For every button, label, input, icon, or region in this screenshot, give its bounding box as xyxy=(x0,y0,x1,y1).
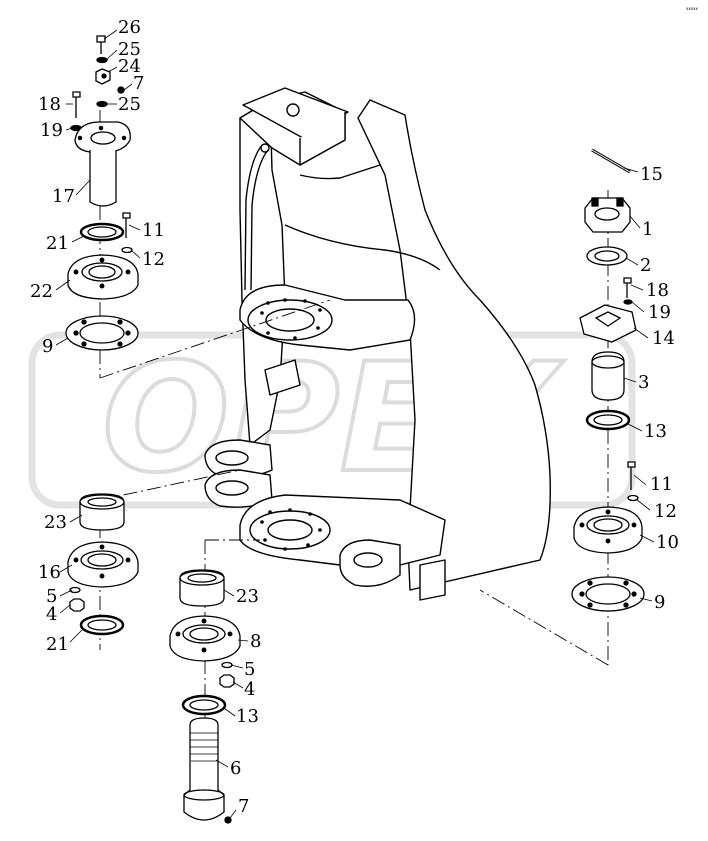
callout-18: 18 xyxy=(646,280,669,301)
callout-23: 23 xyxy=(44,512,67,533)
callout-1: 1 xyxy=(642,219,653,240)
callout-5: 5 xyxy=(46,586,57,607)
leader-lines xyxy=(55,29,655,819)
callout-21: 21 xyxy=(46,233,69,254)
callout-18: 18 xyxy=(38,94,61,115)
callout-13: 13 xyxy=(644,421,667,442)
callout-22: 22 xyxy=(30,281,53,302)
callout-15: 15 xyxy=(640,164,663,185)
callout-4: 4 xyxy=(244,679,255,700)
main-frame xyxy=(204,87,551,601)
callout-12: 12 xyxy=(142,249,165,270)
callout-12: 12 xyxy=(654,501,677,522)
callout-5: 5 xyxy=(244,659,255,680)
callout-8: 8 xyxy=(250,631,261,652)
callout-14: 14 xyxy=(652,328,675,349)
bottom-left-parts xyxy=(67,493,139,636)
callout-16: 16 xyxy=(38,562,61,583)
callout-21: 21 xyxy=(46,634,69,655)
bottom-center-parts xyxy=(169,569,241,824)
callout-7: 7 xyxy=(133,73,144,94)
callout-11: 11 xyxy=(650,474,673,495)
callout-9: 9 xyxy=(654,592,665,613)
callout-11: 11 xyxy=(142,220,165,241)
callout-19: 19 xyxy=(40,120,63,141)
callout-25: 25 xyxy=(118,94,141,115)
callout-17: 17 xyxy=(52,186,75,207)
callout-19: 19 xyxy=(648,302,671,323)
top-left-parts xyxy=(65,35,139,351)
callout-2: 2 xyxy=(640,255,651,276)
callout-9: 9 xyxy=(42,336,53,357)
callout-23: 23 xyxy=(236,586,259,607)
callout-7: 7 xyxy=(238,796,249,817)
callout-10: 10 xyxy=(656,532,679,553)
right-parts xyxy=(571,148,645,612)
callout-26: 26 xyxy=(118,17,141,38)
corner-code: xxxxx xyxy=(686,6,698,11)
callout-4: 4 xyxy=(46,604,57,625)
callout-25: 25 xyxy=(118,39,141,60)
callout-13: 13 xyxy=(236,706,259,727)
callout-3: 3 xyxy=(638,372,649,393)
callout-6: 6 xyxy=(230,758,241,779)
callout-24: 24 xyxy=(118,56,141,77)
callout-labels: 26 25 24 7 18 25 19 17 11 21 12 22 9 15 … xyxy=(30,17,679,817)
